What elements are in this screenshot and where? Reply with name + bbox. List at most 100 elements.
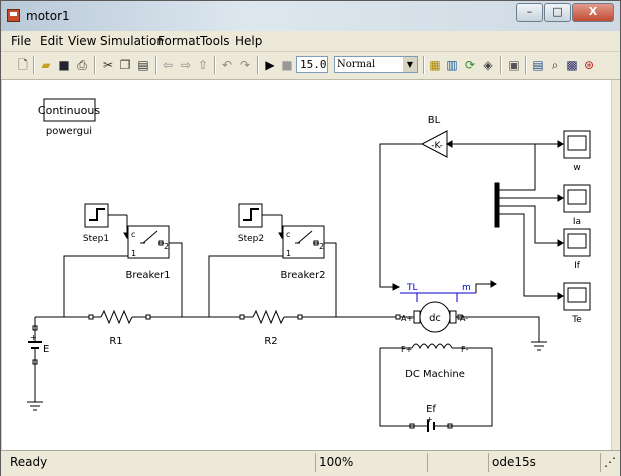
window-title: motor1 bbox=[26, 9, 70, 23]
dc-machine-center: dc bbox=[429, 313, 441, 324]
redo-icon[interactable]: ↷ bbox=[239, 58, 251, 72]
ef-label: Ef bbox=[426, 404, 436, 415]
r1-label: R1 bbox=[109, 336, 122, 347]
cut-icon[interactable]: ✂ bbox=[102, 58, 114, 72]
print-icon[interactable]: ⎙ bbox=[77, 58, 87, 72]
toolbar-separator bbox=[525, 56, 527, 74]
simulink-app-icon bbox=[7, 9, 20, 22]
forward-icon[interactable]: ⇨ bbox=[180, 58, 192, 72]
simulation-mode-value: Normal bbox=[337, 59, 376, 70]
new-icon[interactable]: 🗋 bbox=[18, 58, 28, 72]
toolbar-separator bbox=[257, 56, 259, 74]
gain-bl-label: BL bbox=[428, 115, 441, 126]
breaker1-port-1: 1 bbox=[131, 249, 136, 258]
vertical-scrollbar[interactable] bbox=[612, 80, 620, 450]
status-ready: Ready bbox=[10, 455, 48, 469]
stop-time-input[interactable]: 15.0 bbox=[296, 56, 328, 73]
scope-ia-label: Ia bbox=[573, 217, 581, 227]
menu-help[interactable]: Help bbox=[235, 34, 263, 48]
powergui-block[interactable] bbox=[43, 98, 96, 122]
status-zoom: 100% bbox=[315, 453, 427, 472]
status-solver: ode15s bbox=[488, 453, 600, 472]
breaker1-label: Breaker1 bbox=[125, 270, 170, 281]
breaker1-block[interactable] bbox=[127, 225, 170, 259]
toolbar-separator bbox=[214, 56, 216, 74]
title-bar[interactable]: motor1 – □ X bbox=[1, 1, 620, 31]
powergui-label: powergui bbox=[46, 126, 92, 137]
status-bar: Ready 100% ode15s ⋰ bbox=[1, 450, 620, 476]
toolbar-separator bbox=[33, 56, 35, 74]
step2-label: Step2 bbox=[238, 234, 264, 244]
block-diagram: Continuous powergui Step1 c 1 2 bbox=[27, 98, 591, 432]
copy-icon[interactable]: ❐ bbox=[119, 58, 131, 72]
menu-simulation[interactable]: Simulation bbox=[100, 34, 164, 48]
dc-machine-label: DC Machine bbox=[405, 369, 465, 380]
toolbar-separator bbox=[94, 56, 96, 74]
model-explorer-icon[interactable]: ▣ bbox=[508, 58, 520, 72]
refresh-icon[interactable]: ⟳ bbox=[464, 58, 476, 72]
scope-te-label: Te bbox=[571, 315, 582, 325]
save-icon[interactable]: ■ bbox=[58, 58, 70, 72]
help-icon[interactable]: ⊛ bbox=[583, 58, 595, 72]
dc-machine-f-minus: F- bbox=[461, 345, 469, 354]
r2-label: R2 bbox=[264, 336, 277, 347]
paste-icon[interactable]: ▤ bbox=[137, 58, 149, 72]
step1-label: Step1 bbox=[83, 234, 109, 244]
breaker2-label: Breaker2 bbox=[280, 270, 325, 281]
powergui-block-text: Continuous bbox=[38, 104, 100, 117]
toolbar-separator bbox=[500, 56, 502, 74]
chevron-down-icon[interactable]: ▼ bbox=[403, 57, 417, 72]
dc-source-e[interactable] bbox=[28, 325, 42, 365]
library-icon[interactable]: ▥ bbox=[446, 58, 458, 72]
scope-w-label: w bbox=[573, 163, 580, 173]
r2-block[interactable] bbox=[252, 309, 285, 325]
breaker2-port-1: 1 bbox=[286, 249, 291, 258]
debug-icon[interactable]: ◈ bbox=[483, 58, 493, 72]
toolbar-separator bbox=[423, 56, 425, 74]
ef-plus: + bbox=[426, 415, 433, 424]
breaker2-port-c: c bbox=[286, 230, 290, 239]
play-icon[interactable]: ▶ bbox=[265, 58, 275, 72]
settings-icon[interactable]: ▩ bbox=[566, 58, 578, 72]
undo-icon[interactable]: ↶ bbox=[221, 58, 233, 72]
menu-edit[interactable]: Edit bbox=[40, 34, 64, 48]
zoom-icon[interactable]: ⌕ bbox=[551, 58, 559, 72]
maximize-button[interactable]: □ bbox=[544, 3, 571, 22]
dc-machine-a-minus: A- bbox=[460, 314, 468, 323]
ground-left-icon bbox=[27, 398, 43, 411]
browser-icon[interactable]: ▤ bbox=[532, 58, 544, 72]
open-icon[interactable]: ▰ bbox=[41, 58, 51, 72]
ground-right-icon bbox=[531, 338, 547, 351]
scope-if-label: If bbox=[574, 261, 581, 271]
menu-tools[interactable]: Tools bbox=[200, 34, 230, 48]
dc-machine-a-plus: A+ bbox=[401, 314, 413, 323]
back-icon[interactable]: ⇦ bbox=[162, 58, 174, 72]
menu-format[interactable]: Format bbox=[158, 34, 201, 48]
menu-file[interactable]: File bbox=[11, 34, 32, 48]
breaker1-port-c: c bbox=[131, 230, 135, 239]
dc-machine-tl-port: TL bbox=[406, 283, 418, 293]
breaker2-port-2: 2 bbox=[319, 242, 324, 251]
status-empty bbox=[427, 453, 487, 472]
menu-view[interactable]: View bbox=[68, 34, 97, 48]
r1-block[interactable] bbox=[100, 309, 133, 325]
breaker2-block[interactable] bbox=[282, 225, 325, 259]
dc-machine-f-plus: F+ bbox=[401, 345, 412, 354]
build-icon[interactable]: ▦ bbox=[429, 58, 441, 72]
source-e-plus: + bbox=[30, 333, 37, 342]
minimize-button[interactable]: – bbox=[516, 3, 543, 22]
up-icon[interactable]: ⇧ bbox=[197, 58, 209, 72]
toolbar: 🗋 ▰ ■ ⎙ ✂ ❐ ▤ ⇦ ⇨ ⇧ ↶ ↷ ▶ ■ 15.0 Normal … bbox=[1, 52, 620, 80]
gain-bl-text: -K- bbox=[431, 141, 442, 151]
electrical-wires bbox=[34, 242, 540, 398]
model-canvas[interactable]: Continuous powergui Step1 c 1 2 bbox=[2, 80, 611, 450]
breaker1-port-2: 2 bbox=[164, 242, 169, 251]
stop-icon[interactable]: ■ bbox=[281, 58, 293, 72]
demux-block[interactable] bbox=[494, 182, 500, 228]
menu-bar: File Edit View Simulation Format Tools H… bbox=[1, 31, 620, 51]
simulation-mode-select[interactable]: Normal ▼ bbox=[334, 56, 418, 73]
resize-grip-icon[interactable]: ⋰ bbox=[600, 453, 618, 472]
dc-machine-m-port: m bbox=[462, 283, 471, 293]
close-button[interactable]: X bbox=[572, 3, 614, 22]
